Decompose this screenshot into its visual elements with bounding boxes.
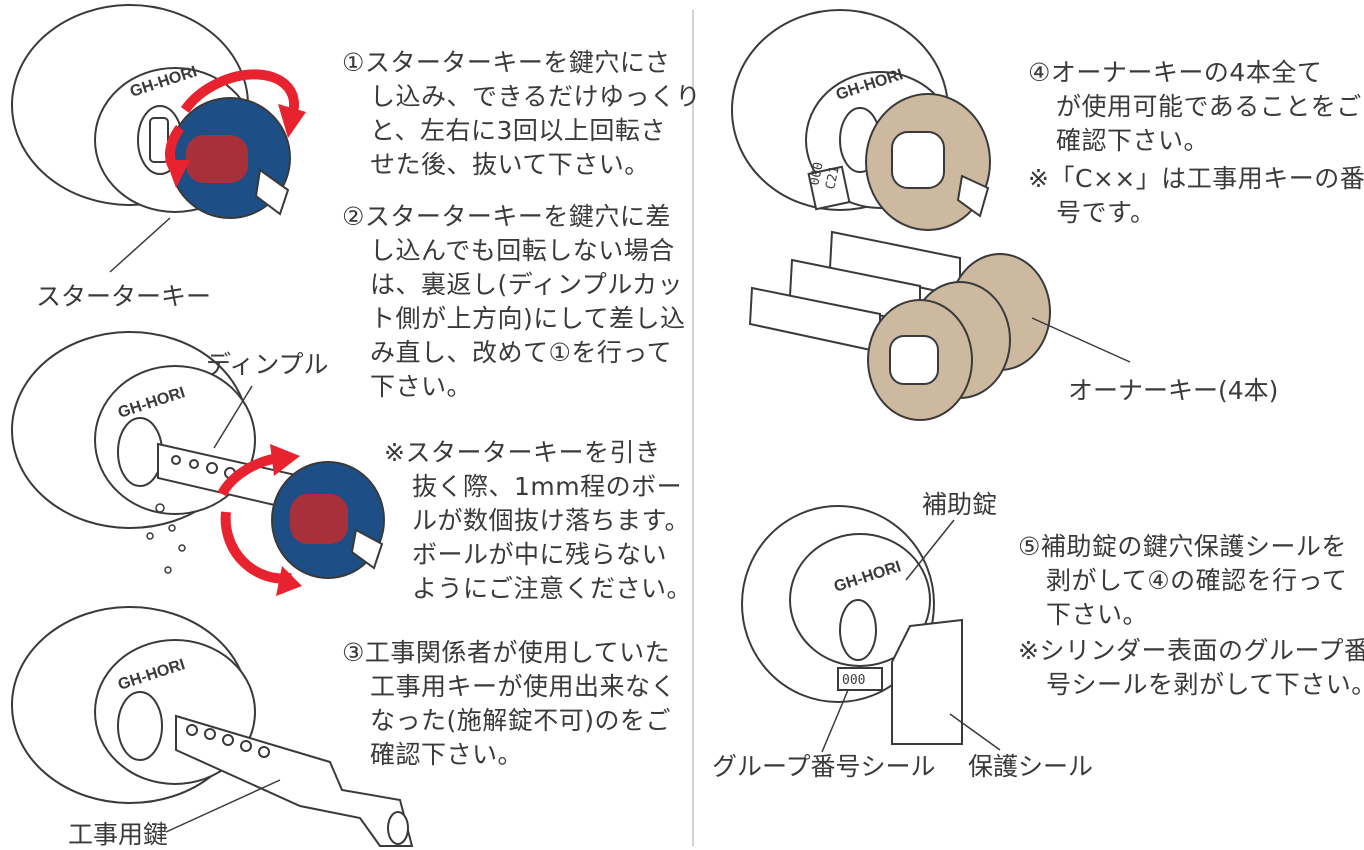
label-group-seal: グループ番号シール (712, 752, 936, 781)
arrow-head (270, 444, 300, 476)
cylinder-lock-5 (741, 505, 963, 745)
step-1-text: ①スターターキーを鍵穴にさ し込み、できるだけゆっくり と、左右に3回以上回転さ… (342, 48, 702, 179)
label-construction-key: 工事用鍵 (68, 820, 169, 849)
starter-key-1 (169, 97, 291, 219)
arrow-head (166, 160, 190, 188)
step-2-text: ②スターターキーを鍵穴に差 し込んでも回転しない場合 は、裏返し(ディンプルカッ… (342, 202, 686, 401)
step-4-text: ④オーナーキーの4本全て が使用可能であることをご 確認下さい。 (1028, 58, 1362, 155)
cylinder-lock-3 (11, 606, 256, 804)
note-5-text: ※シリンダー表面のグループ番 号シールを剥がして下さい。 (1018, 636, 1364, 699)
label-aux-lock: 補助錠 (922, 490, 998, 519)
owner-key-inserted (865, 93, 991, 231)
falling-balls (146, 503, 186, 574)
note-ball-text: ※スターターキーを引き 抜く際、1mm程のボー ルが数個抜け落ちます。 ボールが… (384, 438, 693, 603)
arrow-head (276, 566, 302, 596)
arrow-head (278, 104, 306, 138)
leader-line (213, 385, 253, 449)
note-4-text: ※「C××」は工事用キーの番 号です。 (1028, 164, 1364, 227)
leader-line (949, 713, 1001, 751)
stamp-code: C21 (823, 165, 843, 191)
starter-key-2 (271, 461, 385, 579)
label-starter-key: スターターキー (36, 282, 212, 311)
leader-line (821, 689, 849, 753)
owner-key-set (748, 230, 1051, 421)
rotation-arrow-2 (217, 453, 293, 584)
leader-line (905, 519, 955, 581)
stamp-code: 000 (807, 161, 827, 187)
group-number-stamp: 000 (842, 673, 865, 688)
leader-line (109, 217, 171, 273)
leader-line (165, 779, 281, 833)
step-5-text: ⑤補助錠の鍵穴保護シールを 剥がして④の確認を行って 下さい。 (1018, 532, 1348, 629)
label-dimple: ディンプル (206, 350, 329, 379)
label-owner-keys: オーナーキー(4本) (1068, 376, 1279, 405)
construction-key (175, 714, 414, 847)
step-3-text: ③工事関係者が使用していた 工事用キーが使用出来なく なった(施解錠不可)のをご… (342, 638, 677, 769)
leader-line (1031, 317, 1131, 363)
label-protect-seal: 保護シール (968, 752, 1094, 781)
